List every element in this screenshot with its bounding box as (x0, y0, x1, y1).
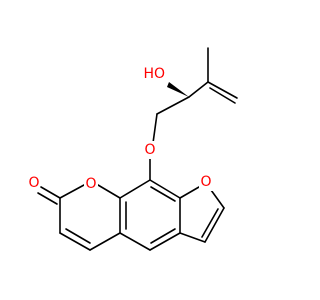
bond-C12-CH2-double-b (209, 87, 236, 104)
bond-C8-C8a (119, 179, 151, 199)
bond-C7-Ofuran (179, 186, 200, 199)
bond-C5-C6 (149, 232, 181, 251)
hydroxyl-label: HO (143, 66, 165, 82)
bond-C10-C11 (156, 96, 190, 115)
carbonyl-oxygen-label: O (28, 175, 39, 191)
bond-C4-C4a (89, 232, 121, 251)
bond-C3-C4-inner (65, 228, 91, 244)
bond-C5-C6-inner (150, 228, 176, 244)
bond-Cf3-C6 (179, 232, 206, 243)
ether-oxygen-label: O (144, 142, 155, 158)
furan-ring-oxygen-label: O (200, 174, 211, 190)
bond-C7-C8 (149, 179, 181, 199)
bond-C10-Oether (152, 113, 158, 144)
bond-C11-C12 (188, 81, 209, 98)
stereo-wedge-bond (167, 82, 189, 97)
bond-C7-C8-inner (150, 186, 176, 202)
bond-C3-C4 (59, 232, 91, 251)
lactone-ring-oxygen-label: O (85, 176, 96, 192)
bond-C2-Ocarbonyl-b (37, 192, 58, 205)
bond-Cf2-Cf3-inner (201, 208, 219, 238)
bond-C8a-O1 (97, 184, 121, 199)
structure-diagram: O HO O O O (28, 47, 238, 251)
bond-Cf2-Cf3 (204, 207, 225, 243)
bond-O1-C2 (59, 184, 85, 199)
bond-Ofuran-Cf2 (210, 189, 225, 209)
bond-C4a-C5 (119, 232, 151, 251)
bond-C12-CH2-double-a (207, 81, 238, 99)
bond-C2-Ocarbonyl-a (40, 186, 61, 199)
molecule-canvas: O HO O O O (28, 47, 238, 251)
